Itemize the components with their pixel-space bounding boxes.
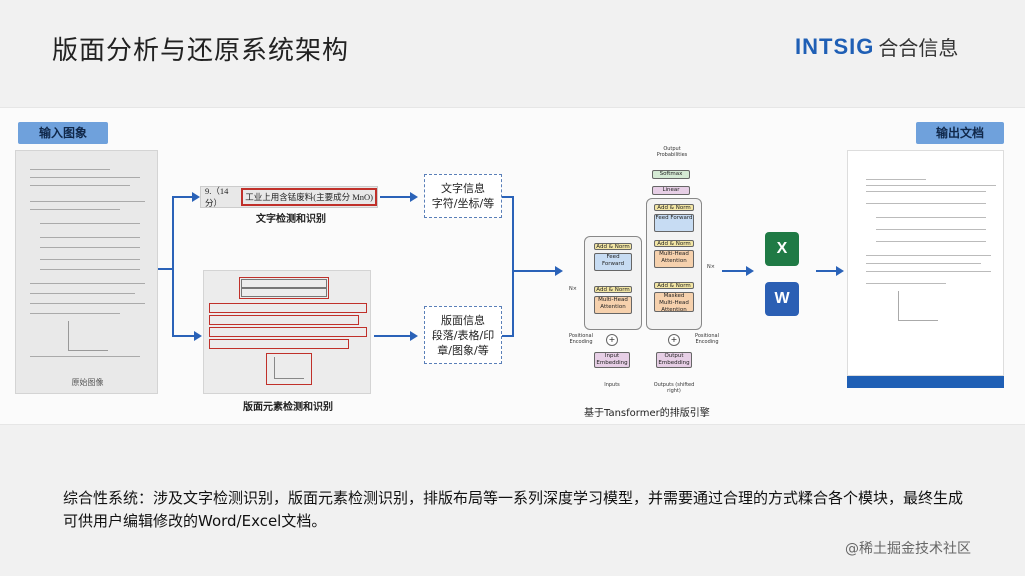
encoder-block xyxy=(584,236,642,330)
input-connector xyxy=(158,268,173,270)
encoder-feed-forward: Feed Forward xyxy=(594,253,632,271)
question-number: 9.（14 分） xyxy=(205,186,229,208)
arrow-to-layout-detection xyxy=(172,335,196,337)
text-detection-caption: 文字检测和识别 xyxy=(256,214,326,225)
logo-text-en: INTSIG xyxy=(795,33,875,59)
excel-icon: X xyxy=(765,232,799,266)
arrow-head xyxy=(836,266,844,276)
word-icon: W xyxy=(765,282,799,316)
decoder-positional-plus: + xyxy=(668,334,680,346)
input-image-tag: 输入图象 xyxy=(18,122,108,144)
arrow-to-text-info xyxy=(380,196,410,198)
arrow-to-output xyxy=(816,270,838,272)
output-document-tag: 输出文档 xyxy=(916,122,1004,144)
layout-detection-caption: 版面元素检测和识别 xyxy=(243,402,333,413)
connector xyxy=(502,335,514,337)
layout-detection-image xyxy=(203,270,371,394)
company-logo: INTSIG 合合信息 xyxy=(795,32,958,61)
text-info-detail: 字符/坐标/等 xyxy=(431,197,495,210)
slide-title: 版面分析与还原系统架构 xyxy=(52,36,350,66)
decoder-cross-attention: Multi-Head Attention xyxy=(654,250,694,268)
output-document xyxy=(847,150,1004,376)
decoder-nx-label: N× xyxy=(707,264,715,270)
input-embedding-box: Input Embedding xyxy=(594,352,630,368)
slide-description: 综合性系统：涉及文字检测识别，版面元素检测识别，排版布局等一系列深度学习模型，并… xyxy=(63,489,964,530)
input-image-caption: 原始图像 xyxy=(71,378,104,387)
layout-info-box: 版面信息 段落/表格/印 章/图象/等 xyxy=(424,306,502,364)
text-info-box: 文字信息 字符/坐标/等 xyxy=(424,174,502,218)
output-document-footer-bar xyxy=(847,376,1004,388)
decoder-feed-forward: Feed Forward xyxy=(654,214,694,232)
layout-info-detail-1: 段落/表格/印 xyxy=(431,328,495,342)
decoder-masked-attention: Masked Multi-Head Attention xyxy=(654,292,694,313)
decoder-positional-label: Positional Encoding xyxy=(695,333,719,345)
arrow-to-layout-info xyxy=(374,335,410,337)
encoder-nx-label: N× xyxy=(569,286,577,292)
layout-info-detail-2: 章/图象/等 xyxy=(437,343,489,357)
text-info-title: 文字信息 xyxy=(441,182,485,195)
decoder-add-norm-1: Add & Norm xyxy=(654,204,694,211)
arrow-to-transformer xyxy=(512,270,556,272)
decoder-add-norm-3: Add & Norm xyxy=(654,282,694,289)
logo-text-cn: 合合信息 xyxy=(878,36,959,60)
layout-info-title: 版面信息 xyxy=(441,313,485,327)
arrow-head xyxy=(555,266,563,276)
transformer-caption: 基于Tansformer的排版引擎 xyxy=(584,408,710,419)
inputs-label: Inputs xyxy=(604,382,620,388)
branch-connector xyxy=(172,196,174,336)
encoder-attention: Multi-Head Attention xyxy=(594,296,632,314)
encoder-positional-label: Positional Encoding xyxy=(569,333,593,345)
input-document-image: 原始图像 xyxy=(15,150,158,394)
merge-connector xyxy=(512,196,514,337)
encoder-positional-plus: + xyxy=(606,334,618,346)
arrow-to-apps xyxy=(722,270,748,272)
output-embedding-box: Output Embedding xyxy=(656,352,692,368)
arrow-head xyxy=(410,192,418,202)
linear-box: Linear xyxy=(652,186,690,195)
outputs-label: Outputs (shifted right) xyxy=(653,382,695,394)
arrow-head xyxy=(194,331,202,341)
arrow-head xyxy=(192,192,200,202)
decoder-add-norm-2: Add & Norm xyxy=(654,240,694,247)
watermark: @稀土掘金技术社区 xyxy=(845,541,971,557)
encoder-add-norm-1: Add & Norm xyxy=(594,243,632,250)
arrow-head xyxy=(410,331,418,341)
detected-text-box: 工业上用含锰废料(主要成分 MnO) xyxy=(241,188,377,206)
text-detection-sample: 9.（14 分） 工业上用含锰废料(主要成分 MnO) xyxy=(200,186,378,208)
softmax-box: Softmax xyxy=(652,170,690,179)
connector xyxy=(502,196,514,198)
arrow-head xyxy=(746,266,754,276)
encoder-add-norm-2: Add & Norm xyxy=(594,286,632,293)
arrow-to-text-detection xyxy=(172,196,194,198)
output-probabilities-label: Output Probabilities xyxy=(656,146,688,158)
